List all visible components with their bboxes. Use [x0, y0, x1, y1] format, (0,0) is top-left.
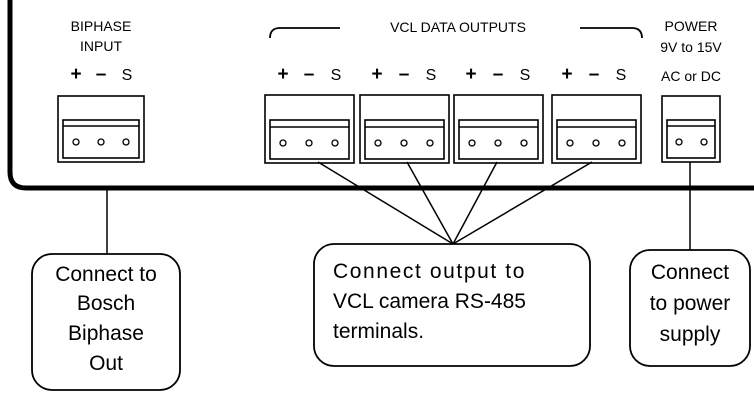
vcl-output-4-plus-label: +	[561, 64, 572, 85]
power-title: POWER	[665, 18, 718, 34]
bosch-callout-line4: Out	[89, 352, 123, 375]
vcl-output-3-minus-label: –	[493, 64, 504, 85]
biphase-signal-label: S	[122, 67, 133, 84]
vcl-output-1-minus-label: –	[304, 64, 315, 85]
vcl-output-2: + – S	[359, 64, 450, 164]
vcl-output-2-minus-label: –	[399, 64, 410, 85]
bosch-callout-line1: Connect to	[55, 263, 157, 286]
vcl-connector-lines	[317, 161, 593, 245]
vcl-outputs-section: VCL DATA OUTPUTS + – S + – S	[264, 19, 643, 164]
vcl-output-1-signal-label: S	[331, 67, 342, 84]
power-voltage-range: 9V to 15V	[660, 39, 722, 55]
vcl-output-2-terminal-block	[359, 94, 450, 164]
power-callout-line1: Connect	[651, 261, 729, 284]
vcl-output-4-terminal-block	[551, 94, 642, 164]
biphase-minus-label: –	[96, 64, 107, 85]
vcl-output-3-plus-label: +	[465, 64, 476, 85]
vcl-output-1: + – S	[264, 64, 355, 164]
biphase-title-line1: BIPHASE	[71, 18, 132, 34]
vcl-output-4-minus-label: –	[589, 64, 600, 85]
vcl-output-3: + – S	[453, 64, 544, 164]
vcl-output-3-signal-label: S	[520, 67, 531, 84]
vcl-callout-line1: Connect output to	[333, 260, 526, 283]
power-section: POWER 9V to 15V AC or DC	[660, 18, 722, 163]
vcl-output-4-signal-label: S	[616, 67, 627, 84]
bosch-callout: Connect to Bosch Biphase Out	[31, 253, 181, 391]
vcl-callout-line2: VCL camera RS-485	[333, 290, 526, 313]
biphase-terminal-block	[57, 95, 145, 163]
bosch-callout-line3: Biphase	[68, 322, 144, 345]
vcl-output-1-terminal-block	[264, 94, 355, 164]
vcl-outputs-title: VCL DATA OUTPUTS	[390, 19, 526, 35]
vcl-output-4: + – S	[551, 64, 642, 164]
vcl-callout-line3: terminals.	[333, 320, 424, 343]
power-type: AC or DC	[661, 68, 721, 84]
biphase-plus-label: +	[70, 64, 81, 85]
bosch-callout-line2: Bosch	[77, 292, 135, 315]
power-callout: Connect to power supply	[629, 249, 751, 367]
vcl-output-2-plus-label: +	[371, 64, 382, 85]
biphase-input-section: BIPHASE INPUT + – S	[57, 18, 145, 163]
biphase-title-line2: INPUT	[80, 38, 122, 54]
vcl-output-2-signal-label: S	[426, 67, 437, 84]
power-callout-line2: to power	[650, 292, 731, 315]
vcl-output-3-terminal-block	[453, 94, 544, 164]
vcl-callout: Connect output to VCL camera RS-485 term…	[313, 243, 591, 367]
power-terminal-block	[661, 95, 721, 163]
power-callout-line3: supply	[660, 323, 721, 346]
vcl-bracket-left	[269, 27, 340, 39]
device-panel-outline	[7, 0, 754, 191]
vcl-output-1-plus-label: +	[277, 64, 288, 85]
vcl-bracket-right	[580, 27, 643, 39]
